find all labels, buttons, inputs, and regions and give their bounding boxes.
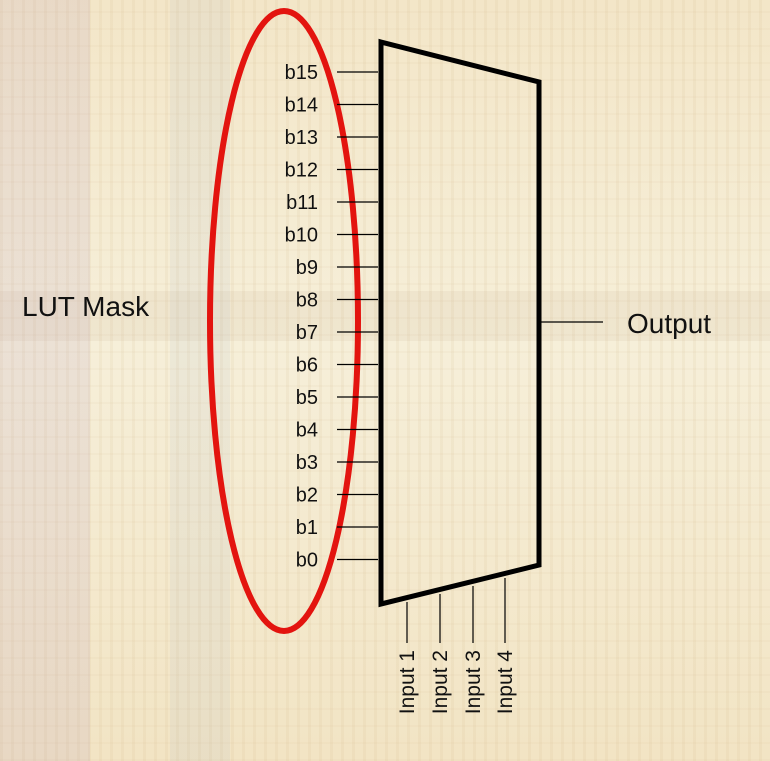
bit-label-b6: b6 (296, 355, 318, 377)
input-label-1: Input 1 (396, 650, 419, 714)
bit-label-b10: b10 (285, 225, 318, 247)
bit-label-b12: b12 (285, 160, 318, 182)
bit-label-b8: b8 (296, 290, 318, 312)
bit-label-b5: b5 (296, 387, 318, 409)
bit-label-b15: b15 (285, 62, 318, 84)
bit-label-b4: b4 (296, 420, 318, 442)
input-label-2: Input 2 (429, 650, 452, 714)
input-label-3: Input 3 (462, 650, 485, 714)
bit-label-b2: b2 (296, 485, 318, 507)
bit-label-b0: b0 (296, 550, 318, 572)
select-inputs: Input 1 Input 2 Input 3 Input 4 (396, 578, 517, 714)
bit-label-b11: b11 (286, 192, 318, 214)
bit-inputs: b15 b14 b13 b12 b11 b10 b9 b8 b7 b6 b5 b4 b3 b2 b1 b0 (285, 62, 378, 572)
lut-mask-label: LUT Mask (22, 291, 150, 322)
bit-label-b3: b3 (296, 452, 318, 474)
bit-label-b14: b14 (285, 95, 318, 117)
lut-mask-ellipse (207, 8, 361, 634)
bit-label-b9: b9 (296, 257, 318, 279)
output-label: Output (627, 308, 711, 339)
bit-label-b13: b13 (285, 127, 318, 149)
mux-body (378, 38, 542, 608)
input-label-4: Input 4 (494, 650, 517, 715)
bit-label-b7: b7 (296, 322, 318, 344)
bit-label-b1: b1 (296, 517, 318, 539)
